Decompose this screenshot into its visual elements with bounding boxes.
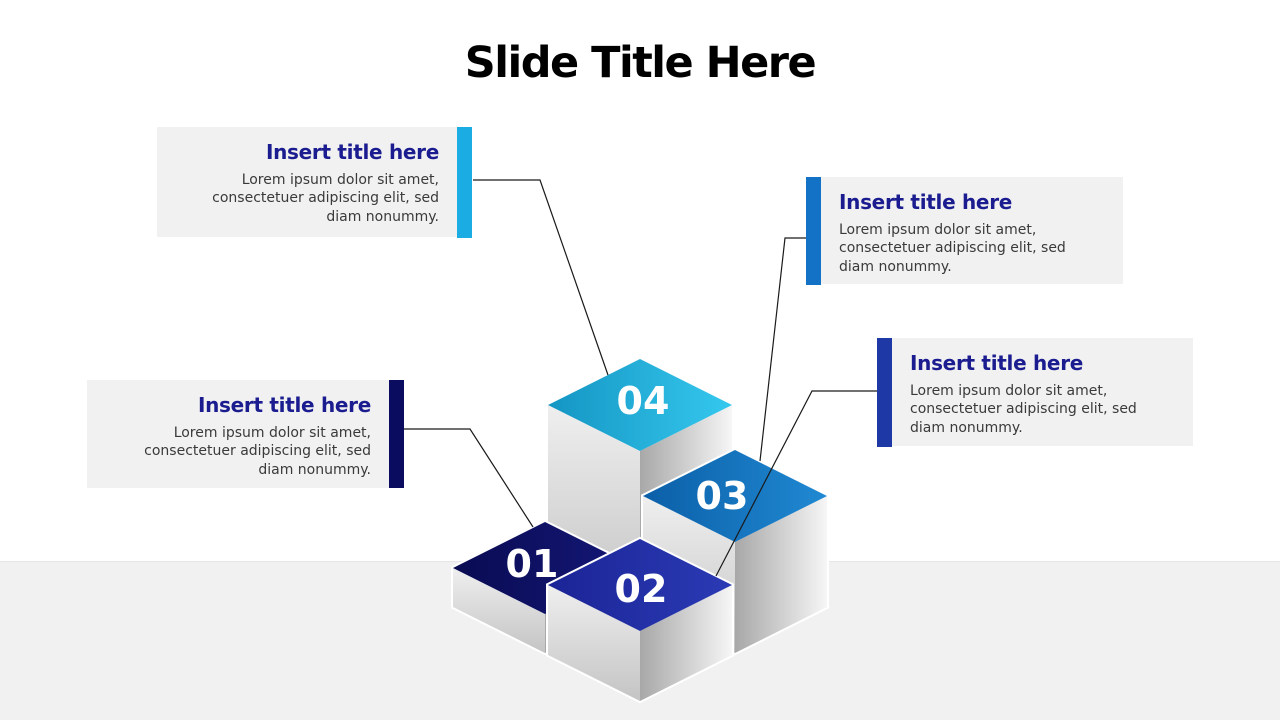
slide-title: Slide Title Here <box>464 38 817 88</box>
step-cube-04: 04 <box>546 356 734 608</box>
cube-04-top-face <box>548 359 732 451</box>
connector-line-callout2-step3 <box>759 237 806 462</box>
cube-03-top-face <box>643 450 827 542</box>
connector-line-callout4-step1 <box>400 428 534 528</box>
cube-03-right-face <box>735 496 827 653</box>
cube-02-top-face <box>548 539 732 631</box>
accent-bar-middle-right <box>877 338 892 447</box>
connector-line-callout1-step4 <box>473 179 609 376</box>
callout-title: Insert title here <box>197 393 371 417</box>
accent-bar-top-left <box>457 127 472 238</box>
step-number-02: 02 <box>615 567 668 611</box>
accent-bar-bottom-left <box>389 380 404 488</box>
cube-02-right-face <box>640 585 732 701</box>
callout-body: Lorem ipsum dolor sit amet, consectetuer… <box>839 222 1066 275</box>
callout-middle-right: Insert title here Lorem ipsum dolor sit … <box>892 338 1193 446</box>
callout-body: Lorem ipsum dolor sit amet, consectetuer… <box>212 172 439 225</box>
callout-top-right: Insert title here Lorem ipsum dolor sit … <box>821 177 1123 284</box>
cube-02-left-face <box>548 585 640 701</box>
callout-body: Lorem ipsum dolor sit amet, consectetuer… <box>910 383 1137 436</box>
step-cube-02: 02 <box>546 536 734 704</box>
cube-01-left-face <box>453 568 545 653</box>
callout-bottom-left: Insert title here Lorem ipsum dolor sit … <box>87 380 389 488</box>
callout-top-left: Insert title here Lorem ipsum dolor sit … <box>157 127 457 237</box>
step-number-04: 04 <box>617 379 670 423</box>
callout-body: Lorem ipsum dolor sit amet, consectetuer… <box>144 425 371 478</box>
callout-title: Insert title here <box>265 140 439 164</box>
callout-title: Insert title here <box>839 190 1013 214</box>
step-number-03: 03 <box>696 474 749 518</box>
callout-title: Insert title here <box>910 351 1084 375</box>
step-number-01: 01 <box>506 542 559 586</box>
connector-line-callout3-step2 <box>715 390 877 577</box>
accent-bar-top-right <box>806 177 821 285</box>
